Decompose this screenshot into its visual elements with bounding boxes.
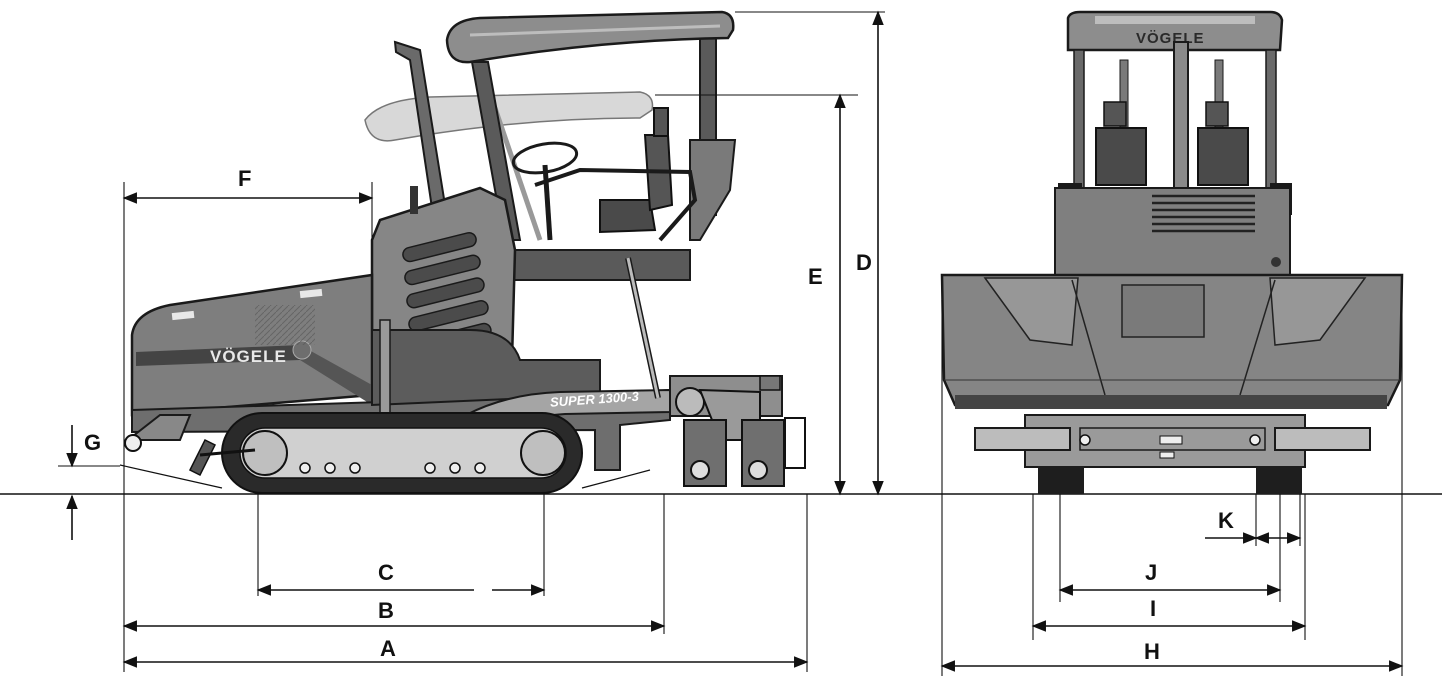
side-view-paver: VÖGELE SUPER 1300-3 — [119, 10, 806, 494]
dim-label-a: A — [380, 636, 396, 661]
dim-label-c: C — [378, 560, 394, 585]
dim-label-i: I — [1150, 596, 1156, 621]
crawler-track — [221, 412, 583, 494]
rear-hopper — [940, 273, 1404, 409]
material-hopper: VÖGELE — [130, 273, 374, 417]
rear-track-right — [1256, 466, 1302, 494]
dim-label-d: D — [856, 250, 872, 275]
dim-label-j: J — [1145, 560, 1157, 585]
dim-label-e: E — [808, 264, 823, 289]
dim-label-h: H — [1144, 639, 1160, 664]
operator-seat — [599, 107, 674, 234]
steering-wheel — [511, 141, 579, 241]
rear-view-paver: VÖGELE — [940, 10, 1404, 494]
dim-label-k: K — [1218, 508, 1234, 533]
dim-label-g: G — [84, 430, 101, 455]
dim-label-f: F — [238, 166, 251, 191]
brand-logo-rear: VÖGELE — [1136, 30, 1205, 47]
brand-logo-side: VÖGELE — [210, 347, 287, 366]
model-badge: SUPER 1300-3 — [550, 389, 640, 410]
dimension-lines — [58, 10, 1404, 676]
canopy-lowered — [364, 91, 654, 241]
dim-label-b: B — [378, 598, 394, 623]
rear-track-left — [1038, 466, 1084, 494]
rear-seats — [1095, 101, 1249, 186]
dimension-labels: A B C D E F G H I J K — [84, 166, 1234, 664]
screed-unit — [669, 375, 806, 487]
